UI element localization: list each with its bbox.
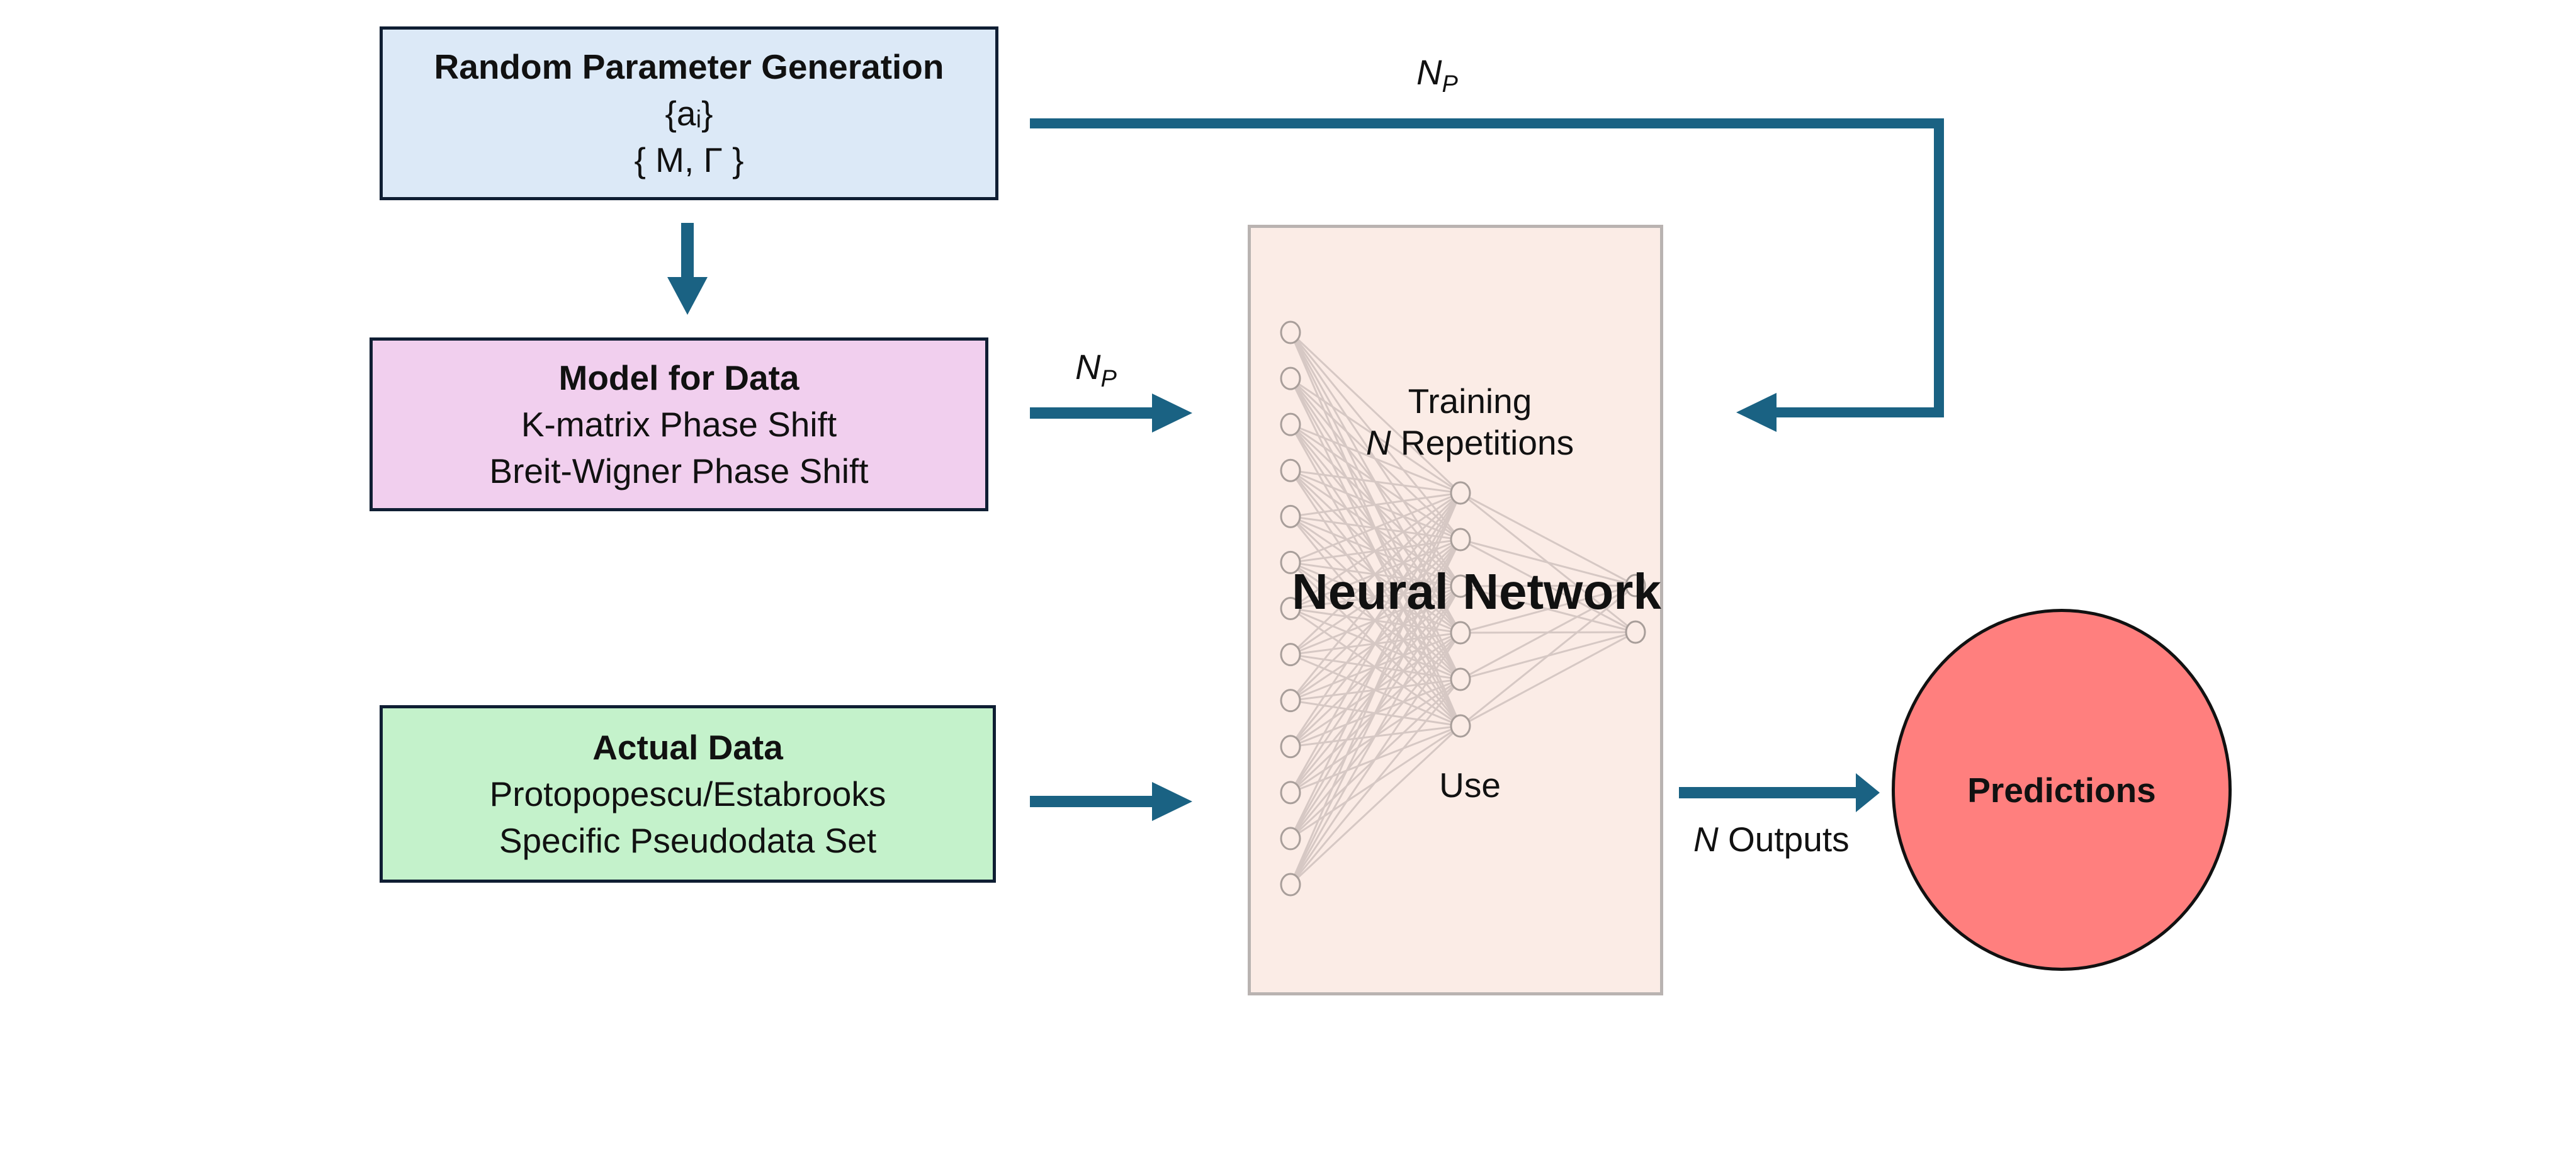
random-parameter-line-1: {aᵢ} — [665, 94, 713, 133]
nn-connection — [1290, 492, 1461, 564]
nn-node-layer-2 — [1625, 574, 1646, 597]
nn-node-layer-0 — [1280, 873, 1301, 897]
nn-node-layer-0 — [1280, 366, 1301, 390]
np-feedback-arrow-head — [1736, 393, 1777, 432]
nn-connection — [1460, 538, 1636, 587]
nn-connection — [1289, 679, 1462, 885]
nn-connection — [1289, 492, 1462, 885]
nn-connection — [1289, 539, 1462, 885]
model-to-nn-arrow-head — [1152, 394, 1192, 433]
nn-node-layer-1 — [1450, 714, 1471, 738]
training-label: Training — [1408, 382, 1532, 421]
down-arrow-shaft — [681, 223, 694, 280]
actual-data-line-1: Protopopescu/Estabrooks — [489, 774, 886, 813]
repetitions-text: Repetitions — [1391, 423, 1574, 462]
neural-network-title: Neural Network — [1292, 564, 1661, 620]
model-for-data-title: Model for Data — [558, 358, 799, 397]
repetitions-label: N Repetitions — [1313, 422, 1627, 463]
down-arrow-head — [667, 277, 708, 315]
nn-to-predictions-arrow-head — [1856, 773, 1880, 812]
np-label-model-sub: P — [1100, 366, 1117, 392]
nn-connection — [1289, 632, 1462, 885]
nn-connection — [1460, 631, 1636, 727]
outputs-label: N Outputs — [1693, 818, 1850, 860]
model-to-nn-arrow-shaft — [1030, 407, 1156, 419]
nn-connection — [1289, 492, 1462, 701]
nn-node-layer-0 — [1280, 458, 1301, 482]
nn-node-layer-1 — [1450, 574, 1471, 598]
actual-data-title: Actual Data — [592, 728, 783, 767]
nn-node-layer-0 — [1280, 643, 1301, 667]
np-label-top: NP — [1416, 52, 1458, 105]
nn-node-layer-2 — [1625, 620, 1646, 644]
neural-network-graph — [1280, 320, 1646, 897]
model-for-data-line-2: Breit-Wigner Phase Shift — [489, 451, 869, 490]
nn-connection — [1460, 584, 1636, 634]
predictions-circle: Predictions — [1892, 609, 2232, 971]
nn-connection — [1290, 492, 1461, 518]
nn-connection — [1289, 725, 1462, 886]
np-label-top-var: N — [1416, 52, 1442, 92]
outputs-text: Outputs — [1718, 820, 1850, 859]
random-parameter-line-2: { M, Γ } — [634, 140, 744, 179]
nn-node-layer-0 — [1280, 412, 1301, 436]
random-parameter-title: Random Parameter Generation — [434, 47, 944, 86]
nn-connection — [1289, 492, 1462, 839]
nn-connection — [1289, 492, 1462, 655]
predictions-label: Predictions — [1967, 770, 2156, 810]
random-parameter-generation-box: Random Parameter Generation {aᵢ} { M, Γ … — [380, 26, 998, 200]
nn-connection — [1289, 331, 1462, 494]
nn-connection — [1460, 584, 1636, 681]
actual-data-line-2: Specific Pseudodata Set — [499, 821, 877, 860]
nn-node-layer-1 — [1450, 667, 1471, 691]
np-label-model-var: N — [1075, 347, 1101, 387]
model-for-data-box: Model for Data K-matrix Phase Shift Brei… — [370, 337, 988, 511]
nn-connection — [1290, 492, 1461, 609]
nn-node-layer-0 — [1280, 504, 1301, 528]
nn-node-layer-1 — [1450, 621, 1471, 645]
np-label-top-sub: P — [1442, 71, 1458, 98]
nn-node-layer-1 — [1450, 528, 1471, 552]
nn-connection — [1460, 492, 1636, 587]
nn-node-layer-0 — [1280, 550, 1301, 574]
nn-node-layer-0 — [1280, 597, 1301, 620]
outputs-var: N — [1693, 820, 1719, 859]
actual-data-box: Actual Data Protopopescu/Estabrooks Spec… — [380, 705, 996, 883]
nn-connection — [1290, 377, 1461, 494]
use-label: Use — [1439, 766, 1501, 805]
nn-node-layer-0 — [1280, 827, 1301, 851]
nn-node-layer-0 — [1280, 320, 1301, 344]
nn-node-layer-0 — [1280, 689, 1301, 713]
nn-node-layer-1 — [1450, 481, 1471, 505]
actual-to-nn-arrow-shaft — [1030, 796, 1156, 807]
np-label-model: NP — [1075, 346, 1117, 400]
repetitions-var: N — [1365, 423, 1391, 462]
actual-to-nn-arrow-head — [1152, 782, 1192, 821]
nn-connection — [1289, 492, 1462, 747]
nn-connection — [1289, 586, 1462, 885]
np-feedback-arrow-line — [1030, 118, 1944, 417]
nn-connection — [1290, 423, 1461, 494]
nn-connection — [1290, 469, 1461, 494]
model-for-data-line-1: K-matrix Phase Shift — [521, 405, 837, 444]
nn-node-layer-0 — [1280, 781, 1301, 805]
nn-to-predictions-arrow-shaft — [1679, 787, 1861, 798]
nn-connection — [1289, 492, 1462, 793]
nn-node-layer-0 — [1280, 735, 1301, 759]
nn-connection — [1460, 584, 1636, 727]
